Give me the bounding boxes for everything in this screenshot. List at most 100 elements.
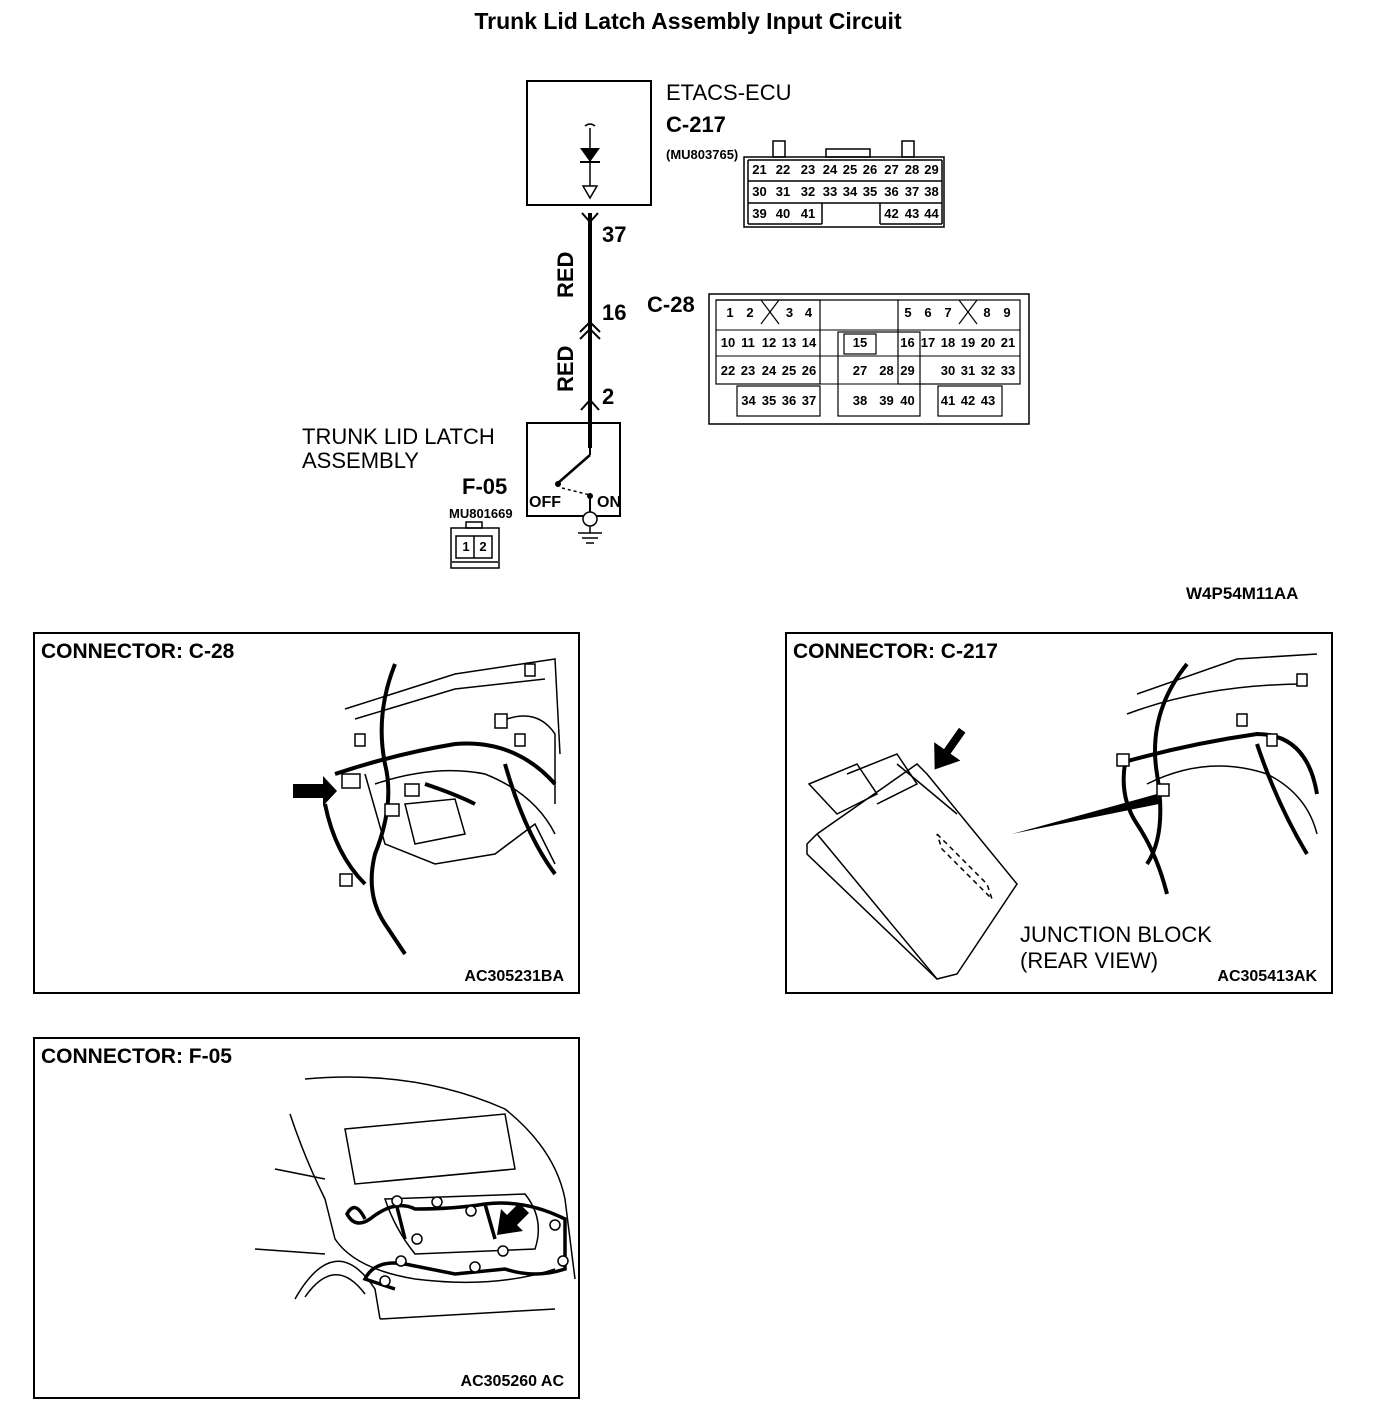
connector-pin: 35 (862, 184, 878, 199)
arrow-icon (293, 776, 337, 806)
page-title: Trunk Lid Latch Assembly Input Circuit (474, 8, 902, 34)
f05-pin: 1 (462, 539, 470, 554)
pin-16-label: 16 (602, 300, 627, 325)
connector-pin: 33 (1000, 363, 1016, 378)
dashboard-illustration (293, 658, 561, 956)
connector-pin: 32 (980, 363, 996, 378)
panel-connector-f05: CONNECTOR: F-05 (33, 1037, 580, 1399)
ground-icon (582, 511, 598, 527)
connector-pin: 25 (781, 363, 797, 378)
f05-part-number: MU801669 (449, 506, 513, 521)
panel-code: AC305231BA (464, 968, 564, 985)
connector-pin: 27 (852, 363, 868, 378)
f05-pin: 2 (479, 539, 487, 554)
connector-pin: 16 (900, 335, 915, 350)
connector-pin: 40 (775, 206, 791, 221)
connector-pin: 39 (879, 393, 894, 408)
connector-pin: 36 (781, 393, 797, 408)
connector-pin: 30 (752, 184, 767, 199)
connector-pin: 13 (781, 335, 797, 350)
diode-icon (580, 148, 600, 162)
c217-connector-label: C-217 (666, 112, 726, 137)
connector-pin: 41 (940, 393, 956, 408)
connector-pin: 19 (960, 335, 976, 350)
panel-title: CONNECTOR: F-05 (41, 1045, 232, 1068)
connector-pin: 11 (741, 335, 755, 350)
connector-pin: 34 (741, 393, 756, 408)
diagram-code: W4P54M11AA (1186, 584, 1299, 603)
switch-off-label: OFF (529, 494, 561, 511)
connector-pin: 43 (980, 393, 996, 408)
connector-pin: 38 (852, 393, 868, 408)
connector-pin: 22 (775, 162, 791, 177)
connector-pin: 12 (761, 335, 777, 350)
connector-pin: 24 (822, 162, 838, 177)
rear-view-label: (REAR VIEW) (1020, 948, 1159, 973)
connector-pin: 28 (879, 363, 894, 378)
junction-block-illustration (806, 653, 1319, 980)
connector-pin: 22 (720, 363, 736, 378)
connector-pin: 26 (801, 363, 817, 378)
connector-pin: 26 (862, 162, 878, 177)
junction-block-label: JUNCTION BLOCK (1020, 922, 1212, 947)
arrow-icon (497, 1203, 529, 1235)
pointer-beam (1012, 794, 1159, 834)
switch-on-label: ON (597, 494, 621, 511)
panel-title: CONNECTOR: C-28 (41, 640, 235, 663)
connector-pin: 18 (940, 335, 956, 350)
connector-pin: 25 (842, 162, 858, 177)
trunk-illustration (254, 1076, 576, 1320)
connector-pin: 5 (904, 305, 912, 320)
panel-connector-c28: CONNECTOR: C-28 AC305231 (33, 632, 580, 994)
connector-pin: 36 (884, 184, 899, 199)
panel-connector-c217: CONNECTOR: C-217 JUNCTION (785, 632, 1333, 994)
panel-code: AC305413AK (1217, 968, 1317, 985)
latch-box (526, 422, 621, 517)
connector-pin: 35 (761, 393, 777, 408)
connector-pin: 38 (924, 184, 939, 199)
panel-title: CONNECTOR: C-217 (793, 640, 998, 663)
wire-color-label-bottom: RED (553, 345, 578, 392)
connector-pin: 10 (720, 335, 736, 350)
connector-pin: 24 (761, 363, 777, 378)
c217-connector-face (743, 140, 945, 228)
f05-connector-face (450, 521, 500, 569)
c28-connector-face (708, 293, 1030, 425)
etacs-ecu-box (526, 80, 652, 206)
connector-pin: 14 (801, 335, 817, 350)
connector-pin: 31 (960, 363, 976, 378)
c217-part-number: (MU803765) (666, 147, 739, 162)
connector-pin: 7 (944, 305, 952, 320)
circuit-diagram (450, 80, 1030, 569)
connector-pin: 27 (884, 162, 899, 177)
connector-pin: 37 (904, 184, 920, 199)
latch-label-line2: ASSEMBLY (302, 448, 419, 473)
connector-pin: 23 (740, 363, 756, 378)
connector-pin: 33 (822, 184, 838, 199)
f05-connector-label: F-05 (462, 474, 508, 499)
panel-code: AC305260 AC (460, 1373, 564, 1390)
connector-pin: 21 (1000, 335, 1016, 350)
connector-pin: 3 (785, 305, 794, 320)
wire-color-label-top: RED (553, 251, 578, 298)
connector-pin: 43 (904, 206, 920, 221)
connector-pin: 15 (852, 335, 868, 350)
connector-pin: 42 (960, 393, 976, 408)
c28-connector-label: C-28 (647, 292, 695, 317)
connector-pin: 28 (904, 162, 920, 177)
switch-arm (557, 454, 591, 484)
connector-pin: 29 (900, 363, 915, 378)
pin-2-label: 2 (602, 384, 615, 409)
connector-pin: 37 (801, 393, 817, 408)
connector-pin: 6 (924, 305, 932, 320)
connector-pin: 9 (1003, 305, 1011, 320)
connector-pin: 40 (900, 393, 915, 408)
connector-pin: 20 (980, 335, 996, 350)
arrow-icon (934, 727, 966, 770)
ground-triangle-icon (581, 185, 599, 200)
connector-pin: 21 (752, 162, 767, 177)
connector-pin: 34 (842, 184, 858, 199)
connector-pin: 30 (940, 363, 956, 378)
connector-pin: 23 (800, 162, 816, 177)
connector-pin: 31 (775, 184, 791, 199)
